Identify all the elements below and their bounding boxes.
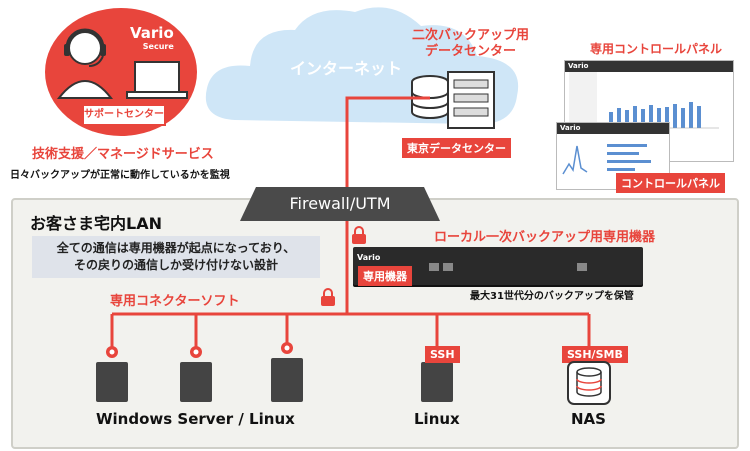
- support-brand-logo: Vario Secure: [130, 26, 174, 54]
- appliance-tag: 専用機器: [358, 266, 412, 286]
- datacenter-tag: 東京データセンター: [402, 138, 511, 158]
- control-panel-tag: コントロールパネル: [616, 173, 725, 193]
- lan-notice-line2: その戻りの通信しか受け付けない設計: [73, 258, 278, 272]
- gear-icon: [190, 346, 202, 358]
- service-description: 日々バックアップが正常に動作しているかを監視: [10, 170, 230, 181]
- lan-title: お客さま宅内LAN: [30, 214, 162, 233]
- appliance-port-a: [429, 263, 439, 271]
- firewall-utm: Firewall/UTM: [240, 187, 440, 221]
- appliance-port-c: [577, 263, 587, 271]
- control-panel-brand-secondary: Vario: [557, 123, 669, 134]
- internet-label: インターネット: [290, 59, 403, 78]
- nas-label: NAS: [571, 410, 606, 428]
- server-tower-windows-1: [96, 362, 128, 402]
- nas-icon: [567, 361, 611, 405]
- lan-notice-line1: 全ての通信は専用機器が起点になっており、: [56, 241, 296, 255]
- server-tower-windows-2: [180, 362, 212, 402]
- linux-label: Linux: [414, 410, 460, 428]
- server-tower-windows-3: [271, 358, 303, 402]
- ssh-smb-tag: SSH/SMB: [562, 346, 628, 363]
- datacenter-server-icon: [411, 71, 495, 129]
- datacenter-title-line2: データセンター: [425, 44, 517, 59]
- control-panel-mini-charts: [562, 144, 651, 175]
- windows-linux-label: Windows Server / Linux: [96, 410, 295, 428]
- datacenter-title: 二次バックアップ用 データセンター: [412, 28, 529, 60]
- control-panel-brand: Vario: [565, 61, 733, 72]
- connector-software-label: 専用コネクターソフト: [110, 294, 240, 309]
- datacenter-title-line1: 二次バックアップ用: [412, 28, 530, 43]
- lock-icon: [352, 226, 366, 244]
- appliance-port-b: [443, 263, 453, 271]
- ssh-tag: SSH: [425, 346, 460, 363]
- appliance-title: ローカル一次バックアップ用専用機器: [434, 230, 656, 245]
- service-title: 技術支援／マネージドサービス: [32, 147, 214, 162]
- lan-notice: 全ての通信は専用機器が起点になっており、 その戻りの通信しか受け付けない設計: [32, 236, 320, 278]
- operator-illustration: [56, 28, 188, 99]
- server-tower-linux: [421, 362, 453, 402]
- support-center-tag: サポートセンター: [82, 104, 166, 126]
- lock-icon-connector: [321, 288, 335, 306]
- gear-icon: [281, 342, 293, 354]
- appliance-brand: Vario: [357, 253, 381, 262]
- brand-sub: Secure: [142, 42, 174, 51]
- gear-icon: [106, 346, 118, 358]
- control-panel-title: 専用コントロールパネル: [590, 42, 723, 56]
- brand-top: Vario: [130, 24, 174, 42]
- appliance-description: 最大31世代分のバックアップを保管: [470, 291, 634, 302]
